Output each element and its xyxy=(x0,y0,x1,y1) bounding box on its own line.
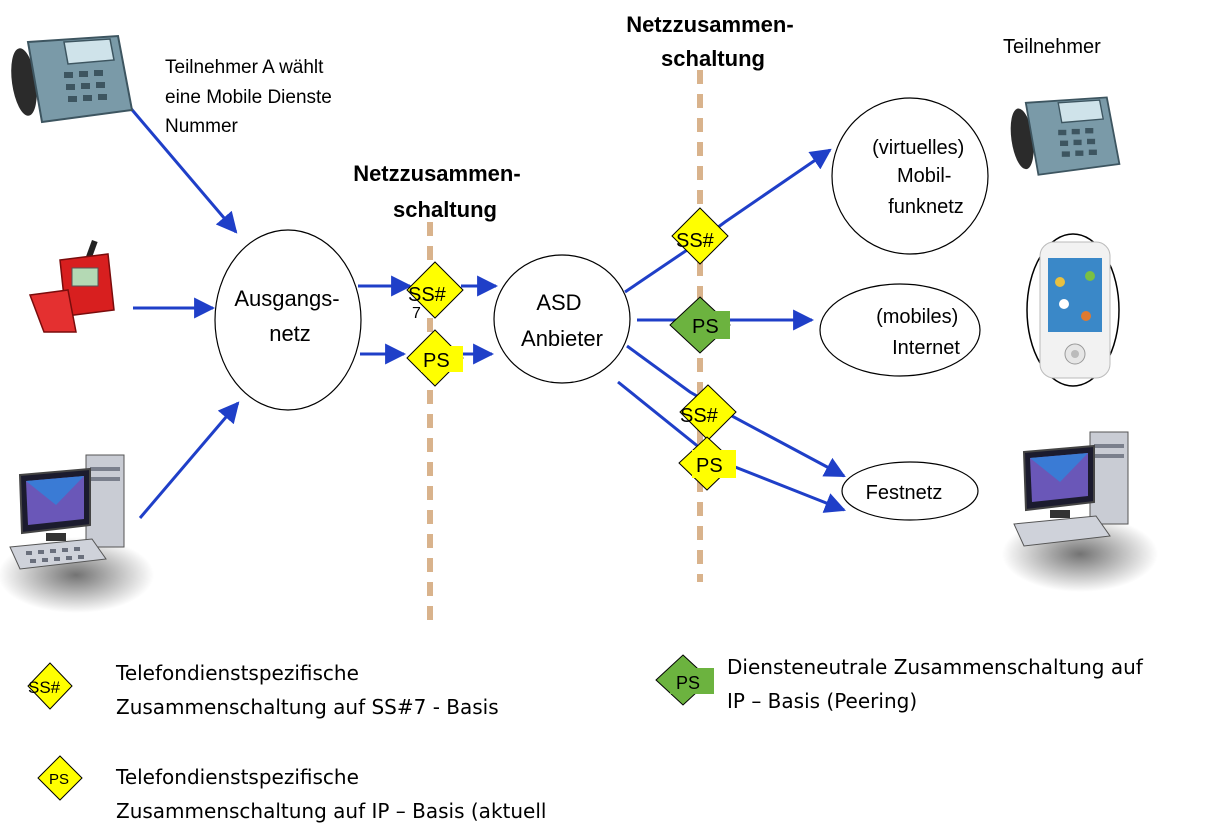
legend-ss7-icon: SS# xyxy=(27,662,73,710)
computer-icon xyxy=(1002,431,1158,592)
interconnect-1-line-1: Netzzusammen- xyxy=(353,161,520,186)
badge-ps-green: PS xyxy=(669,296,731,354)
svg-text:PS: PS xyxy=(692,316,719,338)
legend-ps-ip-line-2: Zusammenschaltung auf IP – Basis (aktuel… xyxy=(116,799,547,823)
internet-line-1: (mobiles) xyxy=(876,306,958,328)
mobilfunk-line-3: funknetz xyxy=(888,196,964,218)
desk-phone-icon xyxy=(11,34,134,124)
ausgangsnetz-line-1: Ausgangs- xyxy=(234,286,339,311)
svg-text:SS#: SS# xyxy=(28,678,61,697)
svg-text:PS: PS xyxy=(423,350,450,372)
node-ausgangsnetz xyxy=(214,229,362,411)
internet-line-2: Internet xyxy=(892,337,960,359)
svg-text:SS#: SS# xyxy=(676,230,715,252)
svg-text:Teilnehmer A wählt eine Mo: Teilnehmer A wählt eine Mobile Dienste N… xyxy=(165,57,337,137)
badge-ss7-overflow: 7 xyxy=(412,305,421,322)
badge-ss7-2: SS# xyxy=(671,207,729,265)
badge-ss7-3: SS# xyxy=(679,384,737,441)
svg-text:PS: PS xyxy=(696,455,723,477)
interconnect-2-line-1: Netzzusammen- xyxy=(626,12,793,37)
subscriber-a-line-3: Nummer xyxy=(165,116,239,137)
legend-ps-peering-text: Diensteneutrale Zusammenschaltung auf IP… xyxy=(727,650,1143,718)
arrow-asd-festnetz-ps xyxy=(617,380,846,513)
node-mobilfunknetz xyxy=(831,97,989,255)
legend-ps-peering-line-1: Diensteneutrale Zusammenschaltung auf xyxy=(727,655,1143,679)
svg-text:PS: PS xyxy=(49,771,69,788)
asd-line-1: ASD xyxy=(536,290,581,315)
interconnect-1-line-2: schaltung xyxy=(393,197,497,222)
badge-ps-2: PS xyxy=(678,436,736,491)
arrow-computer-to-ausgangsnetz xyxy=(138,401,240,519)
svg-text:Netzzusammen- schaltung: Netzzusammen- schaltung xyxy=(353,161,527,222)
node-asd-anbieter xyxy=(493,254,631,384)
legend-ps-ip-text: Telefondienstspezifische Zusammenschaltu… xyxy=(116,760,546,828)
badge-ps-1: PS xyxy=(406,329,464,387)
arrow-phone-to-ausgangsnetz xyxy=(120,97,238,234)
svg-text:(virtuelles) Mobil- fu: (virtuelles) Mobil- funknetz xyxy=(872,137,970,218)
subscriber-a-line-2: eine Mobile Dienste xyxy=(165,87,332,108)
svg-text:Ausgangs- netz: Ausgangs- netz xyxy=(234,286,345,346)
legend-ps-peering-line-2: IP – Basis (Peering) xyxy=(727,689,918,713)
badge-ss7-1: SS# 7 xyxy=(406,261,464,322)
legend-ps-ip-line-1: Telefondienstspezifische xyxy=(116,765,359,789)
asd-line-2: Anbieter xyxy=(521,326,603,351)
legend-ss7-text: Telefondienstspezifische Zusammenschaltu… xyxy=(116,656,499,724)
svg-text:SS#: SS# xyxy=(408,284,447,306)
mobile-phone-icon xyxy=(28,239,115,333)
mobilfunk-line-2: Mobil- xyxy=(897,165,951,187)
computer-icon xyxy=(0,454,154,613)
svg-text:SS#: SS# xyxy=(680,405,719,427)
svg-text:Netzzusammen- schaltung: Netzzusammen- schaltung xyxy=(626,12,800,71)
svg-text:PS: PS xyxy=(676,673,700,693)
smartphone-icon xyxy=(1026,233,1120,387)
legend-ps-green-icon: PS xyxy=(655,654,714,706)
legend-ps-icon: PS xyxy=(37,755,83,801)
legend-ss7-line-2: Zusammenschaltung auf SS#7 - Basis xyxy=(116,695,499,719)
subscriber-label: Teilnehmer xyxy=(1003,36,1101,58)
legend-ss7-line-1: Telefondienstspezifische xyxy=(116,661,359,685)
node-internet xyxy=(819,283,981,377)
interconnect-2-line-2: schaltung xyxy=(661,46,765,71)
subscriber-a-line-1: Teilnehmer A wählt xyxy=(165,57,324,78)
festnetz-label: Festnetz xyxy=(866,482,943,504)
ausgangsnetz-line-2: netz xyxy=(269,321,311,346)
mobilfunk-line-1: (virtuelles) xyxy=(872,137,964,159)
desk-phone-icon xyxy=(1010,96,1121,176)
node-festnetz xyxy=(841,461,979,521)
svg-text:ASD Anbieter: ASD Anbieter xyxy=(521,290,603,351)
svg-text:(mobiles) Internet: (mobiles) Internet xyxy=(876,306,964,359)
arrow-asd-mobilfunk xyxy=(624,148,832,294)
